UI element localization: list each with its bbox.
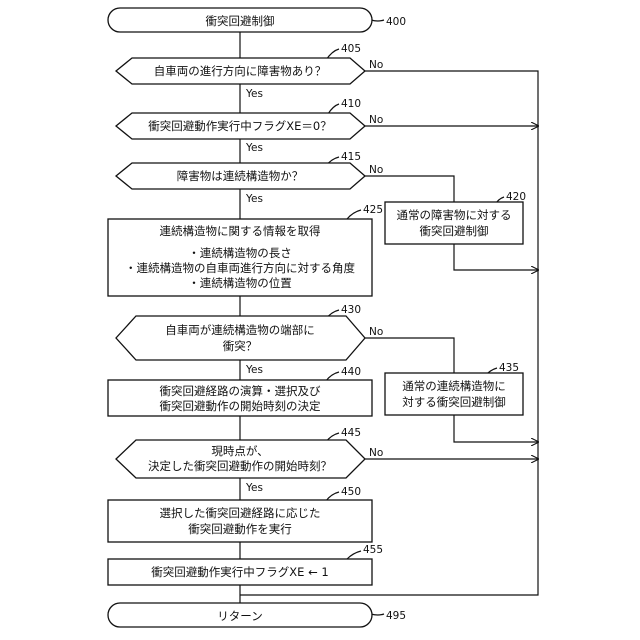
- decision-430-no: No: [369, 326, 383, 338]
- ref-leader-425: [347, 210, 361, 219]
- process-425-item1: ・連続構造物の長さ: [188, 246, 292, 260]
- decision-430-line1: 自車両が連続構造物の端部に: [165, 323, 315, 337]
- decision-445: 現時点が、 決定した衝突回避動作の開始時刻？ 445 No Yes: [116, 427, 383, 494]
- ref-405: 405: [341, 43, 361, 55]
- decision-410: 衝突回避動作実行中フラグXE＝0？ 410 No Yes: [116, 98, 383, 154]
- start-terminal: 衝突回避制御 400: [108, 8, 406, 32]
- process-420-line2: 衝突回避制御: [420, 224, 489, 238]
- process-420: 通常の障害物に対する 衝突回避制御 420: [385, 191, 526, 244]
- decision-405-label: 自車両の進行方向に障害物あり？: [154, 64, 327, 78]
- decision-430-line2: 衝突？: [223, 339, 258, 353]
- process-425-title: 連続構造物に関する情報を取得: [160, 224, 321, 238]
- process-425-item3: ・連続構造物の位置: [188, 276, 292, 290]
- ref-420: 420: [506, 191, 526, 203]
- process-440-line1: 衝突回避経路の演算・選択及び: [160, 384, 321, 398]
- decision-415-no: No: [369, 164, 383, 176]
- start-label: 衝突回避制御: [206, 14, 275, 28]
- ref-430: 430: [341, 304, 361, 316]
- ref-425: 425: [363, 204, 383, 216]
- decision-410-yes: Yes: [245, 142, 263, 154]
- decision-415-yes: Yes: [245, 193, 263, 205]
- ref-455: 455: [363, 544, 383, 556]
- line-420-to-bus: [454, 244, 538, 270]
- process-455: 衝突回避動作実行中フラグXE ← 1 455: [108, 544, 383, 585]
- decision-445-line2: 決定した衝突回避動作の開始時刻？: [148, 459, 332, 473]
- process-450-line2: 衝突回避動作を実行: [188, 522, 292, 536]
- end-terminal: リターン 495: [108, 603, 406, 627]
- decision-445-no: No: [369, 447, 383, 459]
- process-435-line2: 対する衝突回避制御: [402, 395, 506, 409]
- decision-410-no: No: [369, 114, 383, 126]
- decision-405-no: No: [369, 59, 383, 71]
- decision-430-yes: Yes: [245, 364, 263, 376]
- process-450-line1: 選択した衝突回避経路に応じた: [160, 506, 321, 520]
- ref-leader-495: [371, 614, 384, 615]
- process-425: 連続構造物に関する情報を取得 ・連続構造物の長さ ・連続構造物の自車両進行方向に…: [108, 204, 383, 296]
- ref-leader-400: [371, 20, 384, 21]
- process-435-line1: 通常の連続構造物に: [402, 379, 506, 393]
- decision-445-line1: 現時点が、: [211, 444, 268, 458]
- process-455-label: 衝突回避動作実行中フラグXE ← 1: [151, 565, 328, 579]
- process-440-line2: 衝突回避動作の開始時刻の決定: [160, 399, 321, 413]
- end-label: リターン: [217, 609, 262, 623]
- line-430-no-to-435: [365, 338, 454, 373]
- decision-415: 障害物は連続構造物か？ 415 No Yes: [116, 151, 383, 205]
- decision-445-yes: Yes: [245, 482, 263, 494]
- decision-405-yes: Yes: [245, 88, 263, 100]
- ref-415: 415: [341, 151, 361, 163]
- decision-410-label: 衝突回避動作実行中フラグXE＝0？: [148, 119, 331, 133]
- line-415-no-to-420: [365, 176, 454, 202]
- ref-400: 400: [386, 16, 406, 28]
- ref-410: 410: [341, 98, 361, 110]
- ref-445: 445: [341, 427, 361, 439]
- ref-leader-455: [347, 551, 361, 559]
- line-435-to-bus: [454, 415, 538, 442]
- decision-415-label: 障害物は連続構造物か？: [177, 169, 304, 183]
- ref-495: 495: [386, 610, 406, 622]
- process-425-item2: ・連続構造物の自車両進行方向に対する角度: [125, 261, 355, 275]
- ref-435: 435: [499, 362, 519, 374]
- ref-440: 440: [341, 366, 361, 378]
- ref-450: 450: [341, 486, 361, 498]
- process-420-line1: 通常の障害物に対する: [397, 208, 512, 222]
- decision-405: 自車両の進行方向に障害物あり？ 405 No Yes: [116, 43, 383, 100]
